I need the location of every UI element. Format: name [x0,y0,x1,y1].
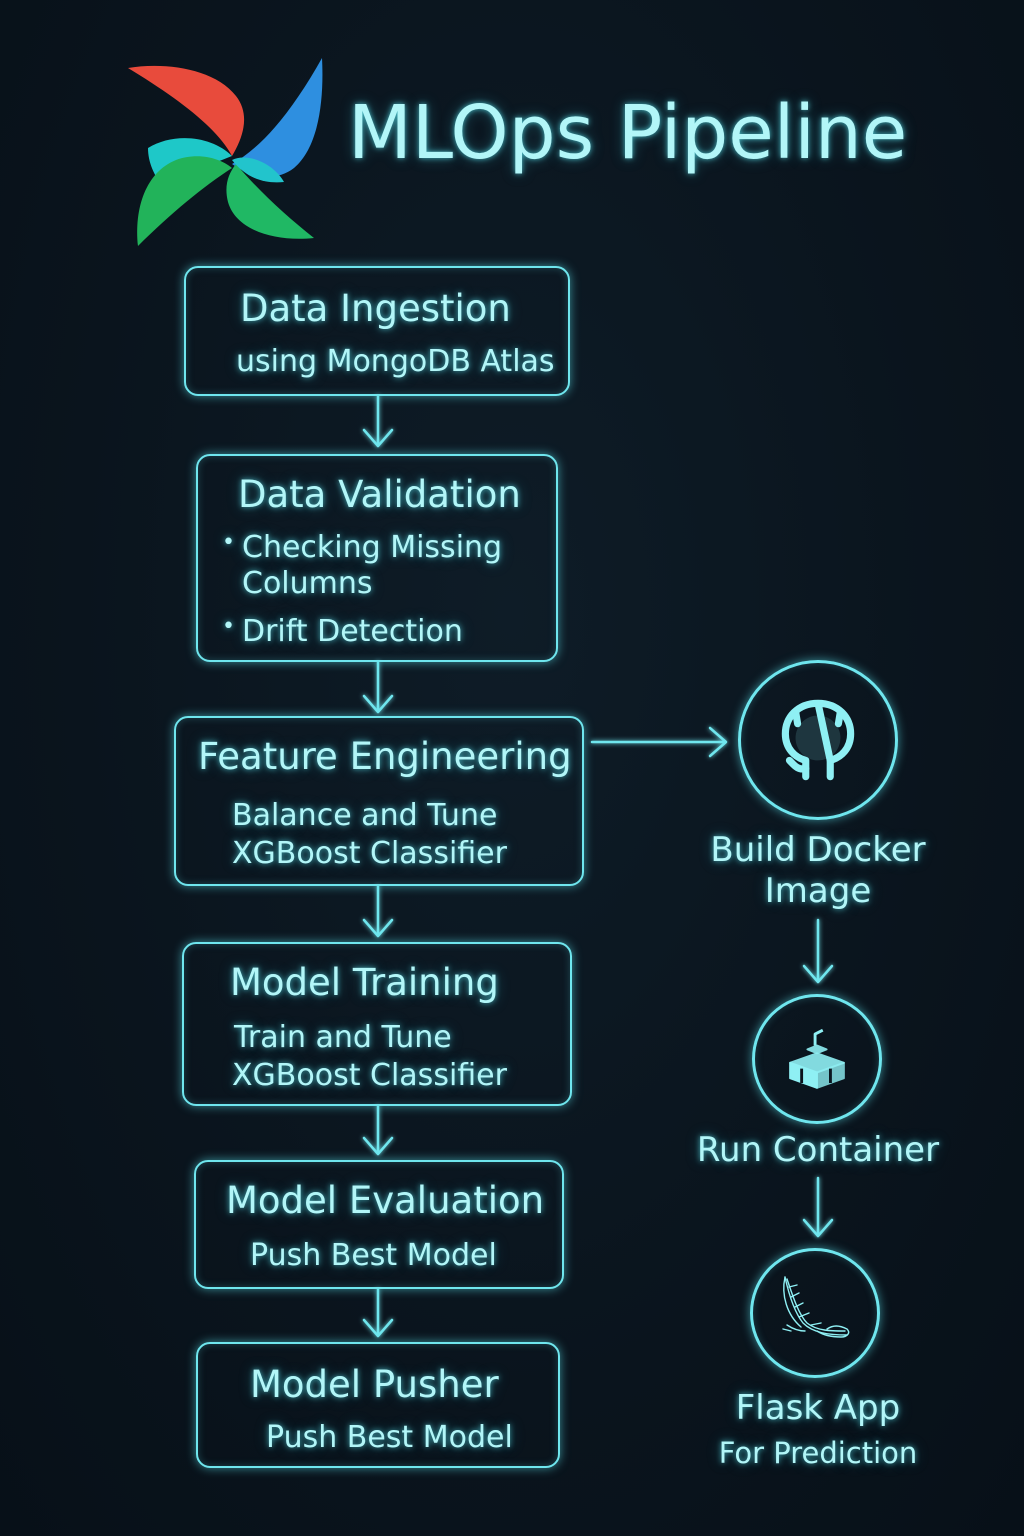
step-subtitle: Push Best Model [266,1420,513,1455]
github-icon [781,699,855,781]
bullet-dot-icon: • [222,614,235,639]
step-title: Data Validation [238,473,521,516]
step-subtitle: using MongoDB Atlas [236,344,555,379]
bullet-item: • Checking Missing Columns [222,530,522,602]
container-node-label: Run Container [684,1130,952,1171]
arrow-feature-to-training [362,884,394,938]
arrow-container-to-flask [802,1176,834,1238]
arrow-validation-to-feature [362,660,394,714]
github-node[interactable] [738,660,898,820]
arrow-docker-to-container [802,918,834,984]
step-data-ingestion[interactable]: Data Ingestion using MongoDB Atlas [184,266,570,396]
flask-node-label: Flask App [688,1388,948,1429]
label-line: Build Docker [710,830,926,870]
arrow-evaluation-to-pusher [362,1287,394,1338]
flask-icon [782,1276,850,1338]
pinwheel-logo-icon [128,58,323,246]
step-model-training[interactable]: Model Training Train and Tune XGBoost Cl… [182,942,572,1106]
step-subtitle-line: Balance and Tune [232,798,498,833]
step-title: Data Ingestion [240,287,511,330]
page-title: MLOps Pipeline [348,90,908,176]
bullet-item: • Drift Detection [222,614,463,650]
label-line: Run Container [696,1130,940,1170]
step-feature-engineering[interactable]: Feature Engineering Balance and Tune XGB… [174,716,584,886]
step-subtitle-line: XGBoost Classifier [232,1058,507,1093]
step-subtitle-line: Train and Tune [234,1020,452,1055]
step-model-evaluation[interactable]: Model Evaluation Push Best Model [194,1160,564,1289]
arrow-feature-to-github [590,726,728,758]
step-title: Model Evaluation [226,1179,545,1222]
step-data-validation[interactable]: Data Validation • Checking Missing Colum… [196,454,558,662]
bullet-text: Drift Detection [242,614,463,649]
flask-node-sublabel: For Prediction [718,1436,918,1470]
step-title: Feature Engineering [198,735,572,778]
arrow-training-to-evaluation [362,1104,394,1156]
github-node-label: Build Docker Image [690,830,946,912]
container-node[interactable] [752,994,882,1124]
label-line: Image [764,870,872,911]
step-title: Model Pusher [250,1363,499,1406]
bullet-dot-icon: • [222,530,235,555]
bullet-text: Checking Missing Columns [242,530,503,601]
arrow-ingestion-to-validation [362,394,394,448]
step-subtitle-line: XGBoost Classifier [232,836,507,871]
step-subtitle: Push Best Model [250,1238,497,1273]
label-line: Flask App [735,1388,901,1428]
container-icon [789,1028,845,1089]
step-title: Model Training [230,961,499,1004]
flask-node[interactable] [750,1248,880,1378]
step-model-pusher[interactable]: Model Pusher Push Best Model [196,1342,560,1468]
